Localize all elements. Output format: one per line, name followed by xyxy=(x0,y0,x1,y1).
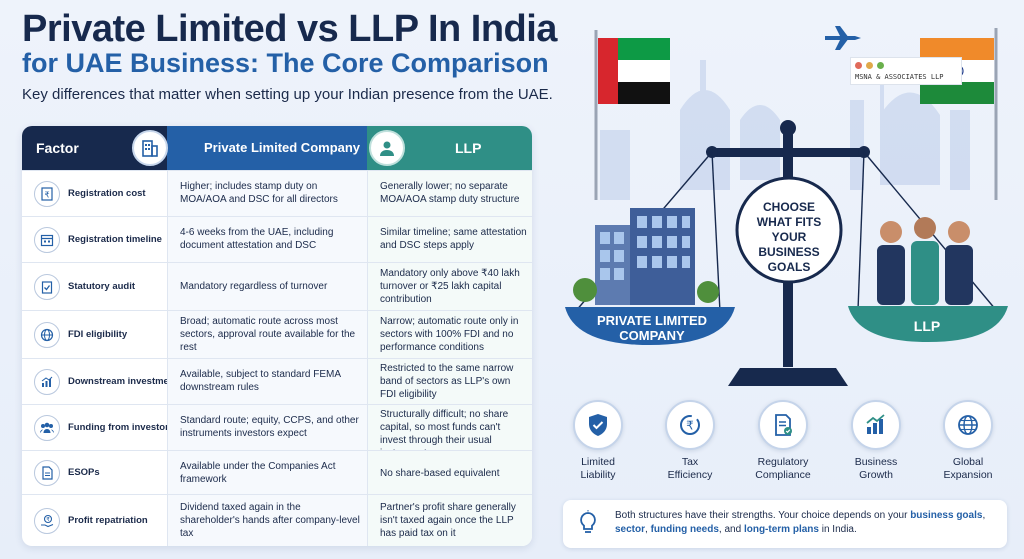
growth-chart-icon xyxy=(34,369,60,395)
rupee-document-icon: ₹ xyxy=(34,181,60,207)
svg-text:₹: ₹ xyxy=(686,419,694,433)
svg-text:₹: ₹ xyxy=(44,191,49,200)
row-pvt-value: 4-6 weeks from the UAE, including docume… xyxy=(180,227,334,251)
business-people-illustration xyxy=(877,217,973,305)
airplane-icon xyxy=(825,26,861,50)
row-pvt-value: Higher; includes stamp duty on MOA/AOA a… xyxy=(180,181,338,205)
table-row: Funding from investors Standard route; e… xyxy=(22,404,532,459)
skyline-silhouette xyxy=(600,60,970,200)
row-factor-label: Downstream investment xyxy=(68,376,178,387)
building-icon xyxy=(132,130,168,166)
row-factor-label: ESOPs xyxy=(68,467,100,478)
table-row: Statutory audit Mandatory regardless of … xyxy=(22,262,532,310)
clipboard-check-icon xyxy=(34,274,60,300)
partners-icon xyxy=(369,130,405,166)
pan-label-private-limited: PRIVATE LIMITED COMPANY xyxy=(596,313,708,343)
row-factor-label: Registration timeline xyxy=(68,234,162,245)
office-building-illustration xyxy=(573,208,719,305)
brand-name: MSNA & ASSOCIATES LLP xyxy=(855,73,944,81)
table-row: Downstream investment Available, subject… xyxy=(22,358,532,404)
table-row: ESOPs Available under the Companies Act … xyxy=(22,450,532,494)
row-llp-value: Mandatory only above ₹40 lakh turnover o… xyxy=(380,268,520,305)
globe-icon xyxy=(943,400,993,450)
row-pvt-value: Available, subject to standard FEMA down… xyxy=(180,369,341,393)
row-factor-label: FDI eligibility xyxy=(68,329,128,340)
brand-logo: MSNA & ASSOCIATES LLP xyxy=(850,57,962,85)
document-icon xyxy=(34,460,60,486)
document-check-icon xyxy=(758,400,808,450)
left-pan xyxy=(565,307,735,345)
uae-flag xyxy=(594,30,670,200)
row-pvt-value: Dividend taxed again in the shareholder'… xyxy=(180,502,360,539)
row-llp-value: No share-based equivalent xyxy=(380,468,500,479)
row-pvt-value: Broad; automatic route across most secto… xyxy=(180,316,356,353)
page-description: Key differences that matter when setting… xyxy=(22,86,553,103)
globe-icon xyxy=(34,322,60,348)
shield-check-icon xyxy=(573,400,623,450)
growth-chart-icon xyxy=(851,400,901,450)
calendar-icon xyxy=(34,227,60,253)
page-title: Private Limited vs LLP In India xyxy=(22,8,557,50)
table-row: ₹ Profit repatriation Dividend taxed agai… xyxy=(22,494,532,546)
header-private-limited: Private Limited Company xyxy=(167,126,367,170)
row-pvt-value: Standard route; equity, CCPS, and other … xyxy=(180,415,359,439)
lightbulb-icon xyxy=(575,510,601,536)
row-pvt-value: Available under the Companies Act framew… xyxy=(180,461,336,485)
table-row: Registration timeline 4-6 weeks from the… xyxy=(22,216,532,262)
choose-badge xyxy=(735,176,843,284)
table-row: FDI eligibility Broad; automatic route a… xyxy=(22,310,532,358)
row-factor-label: Registration cost xyxy=(68,188,146,199)
row-pvt-value: Mandatory regardless of turnover xyxy=(180,281,328,292)
balance-scale-illustration xyxy=(565,26,1008,386)
investors-icon xyxy=(34,415,60,441)
choose-badge-label: CHOOSE WHAT FITS YOUR BUSINESS GOALS xyxy=(756,200,822,274)
summary-note: Both structures have their strengths. Yo… xyxy=(563,500,1007,548)
right-pan xyxy=(848,306,1008,342)
table-header: Factor Private Limited Company LLP xyxy=(22,126,532,170)
pan-label-llp: LLP xyxy=(913,318,941,334)
row-llp-value: Restricted to the same narrow band of se… xyxy=(380,363,514,400)
table-row: ₹ Registration cost Higher; includes stam… xyxy=(22,170,532,216)
summary-note-text: Both structures have their strengths. Yo… xyxy=(615,510,986,535)
page-subtitle-heading: for UAE Business: The Core Comparison xyxy=(22,48,549,78)
rupee-hand-icon: ₹ xyxy=(34,508,60,534)
row-llp-value: Generally lower; no separate MOA/AOA sta… xyxy=(380,181,520,205)
row-llp-value: Narrow; automatic route only in sectors … xyxy=(380,316,519,353)
row-llp-value: Partner's profit share generally isn't t… xyxy=(380,502,516,539)
svg-text:₹: ₹ xyxy=(46,516,50,523)
row-factor-label: Profit repatriation xyxy=(68,515,148,526)
comparison-table: Factor Private Limited Company LLP ₹ Regi… xyxy=(22,126,532,546)
row-llp-value: Similar timeline; same attestation and D… xyxy=(380,227,527,251)
row-factor-label: Statutory audit xyxy=(68,281,136,292)
rupee-refresh-icon: ₹ xyxy=(665,400,715,450)
row-factor-label: Funding from investors xyxy=(68,422,175,433)
